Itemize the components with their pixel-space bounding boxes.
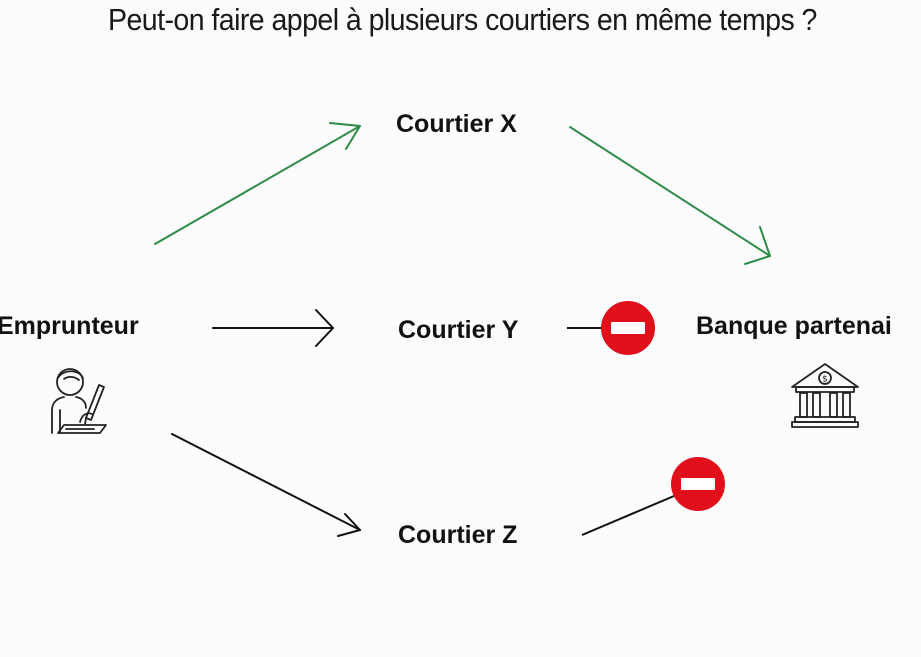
line-courtier-z-blocked (581, 495, 675, 536)
node-emprunteur: Emprunteur (0, 312, 139, 340)
node-courtier-y: Courtier Y (398, 316, 519, 344)
node-courtier-z: Courtier Z (398, 521, 518, 549)
svg-text:$: $ (822, 375, 828, 385)
person-signing-document-icon (51, 368, 107, 434)
arrow-emprunteur-to-courtier-y (212, 309, 334, 347)
diagram-title: Peut-on faire appel à plusieurs courtier… (108, 2, 817, 37)
arrow-emprunteur-to-courtier-x (154, 122, 361, 245)
node-banque-partenaire: Banque partenai (696, 312, 892, 340)
arrow-emprunteur-to-courtier-z (171, 433, 361, 537)
no-entry-icon (671, 457, 725, 511)
bank-building-icon: $ (791, 363, 859, 428)
node-courtier-x: Courtier X (396, 110, 517, 138)
arrow-courtier-x-to-banque (569, 126, 771, 265)
no-entry-icon (601, 301, 655, 355)
